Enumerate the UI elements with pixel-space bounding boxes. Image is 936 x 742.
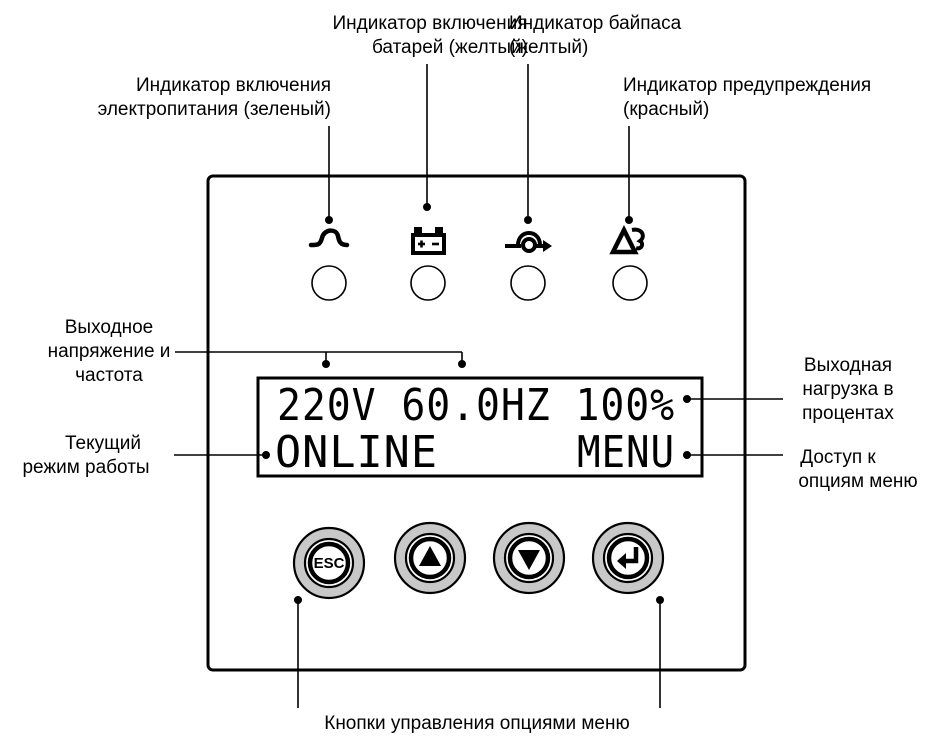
up-button[interactable] — [393, 521, 467, 595]
battery-icon — [411, 227, 446, 255]
menu-access-label-line2: опциям меню — [798, 471, 918, 492]
bypass-indicator-label-line1: Индикатор байпаса — [509, 13, 682, 34]
current-mode-label-line1: Текущий — [64, 433, 141, 454]
indicator-leader-lines — [324, 64, 633, 225]
output-load-label-line2: нагрузка в — [802, 379, 894, 400]
bypass-indicator-label: Индикатор байпаса (желтый) — [509, 12, 681, 60]
warning-indicator-label-line2: (красный) — [623, 99, 710, 120]
up-arrow-icon — [419, 546, 441, 566]
output-load-label-line3: процентах — [802, 403, 894, 424]
control-buttons-label: Кнопки управления опциями меню — [324, 713, 630, 734]
output-voltage-label: Выходное напряжение и частота — [48, 316, 171, 388]
current-mode-label-line2: режим работы — [22, 457, 150, 478]
output-voltage-label-line1: Выходное — [64, 317, 154, 338]
output-load-label-line1: Выходная — [803, 355, 893, 376]
bypass-indicator-lamp — [510, 265, 546, 301]
power-indicator-lamp — [311, 265, 347, 301]
menu-access-label: Доступ к опциям меню — [798, 446, 917, 494]
warning-triangle-icon — [609, 224, 645, 255]
esc-button-label: ESC — [314, 555, 345, 572]
battery-indicator-label: Индикатор включения батарей (желтый) — [332, 12, 528, 60]
warning-indicator-label: Индикатор предупреждения (красный) — [623, 74, 871, 122]
down-button[interactable] — [492, 521, 566, 595]
current-mode-label: Текущий режим работы — [22, 432, 149, 480]
power-indicator-label-line2: электропитания (зеленый) — [97, 99, 331, 120]
lcd-display — [256, 376, 704, 478]
lcd-menu-text: MENU — [577, 427, 675, 478]
down-arrow-icon — [518, 550, 540, 570]
button-leader-lines — [293, 595, 664, 708]
sine-wave-icon — [308, 228, 350, 248]
output-voltage-label-line3: частота — [75, 365, 143, 386]
menu-access-label-line1: Доступ к — [800, 447, 876, 468]
esc-button[interactable]: ESC — [292, 526, 366, 600]
bypass-arrow-icon — [505, 231, 552, 253]
lcd-line1: 220V 60.0HZ 100% — [277, 380, 675, 431]
bypass-indicator-label-line2: (желтый) — [509, 37, 589, 58]
battery-indicator-label-line1: Индикатор включения — [332, 13, 528, 34]
enter-button[interactable] — [591, 521, 665, 595]
power-indicator-label-line1: Индикатор включения — [135, 75, 331, 96]
warning-indicator-label-line1: Индикатор предупреждения — [623, 75, 872, 96]
output-load-label: Выходная нагрузка в процентах — [802, 354, 894, 426]
battery-indicator-label-line2: батарей (желтый) — [371, 37, 529, 58]
lcd-mode-text: ONLINE — [275, 427, 438, 478]
enter-arrow-icon — [617, 547, 639, 569]
output-voltage-label-line2: напряжение и — [47, 341, 171, 362]
battery-indicator-lamp — [410, 265, 446, 301]
power-indicator-label: Индикатор включения электропитания (зеле… — [98, 74, 331, 122]
warning-indicator-lamp — [612, 265, 648, 301]
lcd-leader-lines — [174, 351, 783, 459]
